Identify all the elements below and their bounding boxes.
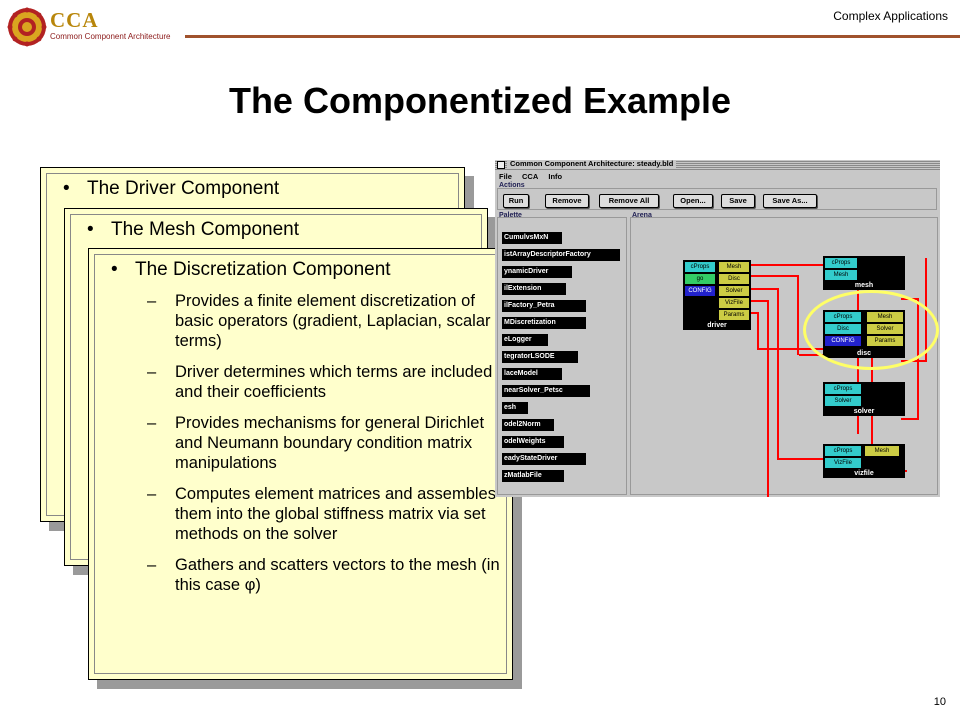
discretization-details-list: –Provides a finite element discretizatio… xyxy=(147,291,507,606)
bullet: • xyxy=(111,259,118,280)
palette-item[interactable]: istArrayDescriptorFactory xyxy=(502,249,620,261)
list-item: –Driver determines which terms are inclu… xyxy=(147,363,493,401)
connection-wire xyxy=(749,300,769,302)
close-box-icon[interactable] xyxy=(497,161,505,169)
list-item: –Gathers and scatters vectors to the mes… xyxy=(147,556,500,594)
provides-port[interactable]: VizFile xyxy=(825,458,861,468)
remove-all-button[interactable]: Remove All xyxy=(599,194,659,208)
provides-port[interactable]: cProps xyxy=(685,262,715,272)
go-port[interactable]: go xyxy=(685,274,715,284)
connection-wire xyxy=(767,300,769,497)
palette-item[interactable]: zMatlabFile xyxy=(502,470,564,482)
config-port[interactable]: CONFIG xyxy=(685,286,715,296)
connection-wire xyxy=(749,312,759,314)
provides-port[interactable]: Mesh xyxy=(825,270,857,280)
discretization-component-card: • The Discretization Component –Provides … xyxy=(88,248,513,680)
uses-port[interactable]: Solver xyxy=(719,286,749,296)
connection-wire xyxy=(799,354,827,356)
component-name: mesh xyxy=(854,282,874,289)
provides-port[interactable]: cProps xyxy=(825,446,861,456)
slide-title: The Componentized Example xyxy=(228,80,732,121)
palette-item[interactable]: eadyStateDriver xyxy=(502,453,586,465)
mesh-component[interactable]: cProps Mesh mesh xyxy=(823,256,905,290)
list-item: –Provides mechanisms for general Dirichl… xyxy=(147,414,485,472)
bullet: • xyxy=(63,178,70,199)
palette-item[interactable]: nearSolver_Petsc xyxy=(502,385,590,397)
card-heading: • The Discretization Component xyxy=(111,259,391,281)
open-button[interactable]: Open... xyxy=(673,194,713,208)
component-name: solver xyxy=(853,408,875,415)
solver-component[interactable]: cProps Solver solver xyxy=(823,382,905,416)
list-item: –Provides a finite element discretizatio… xyxy=(147,292,491,350)
palette-item[interactable]: laceModel xyxy=(502,368,562,380)
list-item: –Computes element matrices and assembles… xyxy=(147,485,496,543)
driver-component[interactable]: cProps go CONFIG Mesh Disc Solver VizFil… xyxy=(683,260,751,330)
connection-wire xyxy=(757,312,759,350)
menu-file[interactable]: File xyxy=(499,172,512,181)
menu-cca[interactable]: CCA xyxy=(522,172,539,181)
connection-wire xyxy=(777,458,827,460)
window-titlebar: Common Component Architecture: steady.bl… xyxy=(495,160,940,171)
menu-bar: File CCA Info xyxy=(499,172,570,181)
uses-port[interactable]: Mesh xyxy=(719,262,749,272)
uses-port[interactable]: VizFile xyxy=(719,298,749,308)
palette-item[interactable]: tegratorLSODE xyxy=(502,351,578,363)
actions-label: Actions xyxy=(499,182,525,189)
disc-highlight-ring xyxy=(803,290,939,370)
palette-panel: CumulvsMxN istArrayDescriptorFactory yna… xyxy=(497,217,627,495)
provides-port[interactable]: cProps xyxy=(825,258,857,268)
connection-wire xyxy=(901,418,919,420)
arena-label: Arena xyxy=(632,212,652,219)
palette-item[interactable]: odel2Norm xyxy=(502,419,554,431)
provides-port[interactable]: cProps xyxy=(825,384,861,394)
component-name: driver xyxy=(707,322,727,329)
save-as-button[interactable]: Save As... xyxy=(763,194,817,208)
palette-item[interactable]: esh xyxy=(502,402,528,414)
card-heading-text: The Discretization Component xyxy=(135,259,391,280)
connection-wire xyxy=(777,288,779,458)
provides-port[interactable]: Solver xyxy=(825,396,861,406)
uses-port[interactable]: Mesh xyxy=(865,446,899,456)
card-heading-text: The Mesh Component xyxy=(111,219,299,240)
logo-title: CCA xyxy=(50,8,99,32)
section-label: Complex Applications xyxy=(833,9,948,23)
card-heading: • The Mesh Component xyxy=(87,219,299,241)
vizfile-component[interactable]: cProps VizFile Mesh vizfile xyxy=(823,444,905,478)
palette-item[interactable]: odelWeights xyxy=(502,436,564,448)
connection-wire xyxy=(749,275,799,277)
actions-panel xyxy=(497,188,937,210)
uses-port[interactable]: Params xyxy=(719,310,749,320)
connection-wire xyxy=(749,264,859,266)
palette-item[interactable]: CumulvsMxN xyxy=(502,232,562,244)
palette-item[interactable]: ilFactory_Petra xyxy=(502,300,586,312)
component-name: vizfile xyxy=(854,470,874,477)
window-title: Common Component Architecture: steady.bl… xyxy=(507,160,677,168)
palette-label: Palette xyxy=(499,212,522,219)
palette-item[interactable]: eLogger xyxy=(502,334,548,346)
save-button[interactable]: Save xyxy=(721,194,755,208)
palette-item[interactable]: ynamicDriver xyxy=(502,266,572,278)
header-divider xyxy=(185,35,960,38)
page-number: 10 xyxy=(933,696,946,708)
palette-item[interactable]: MDiscretization xyxy=(502,317,586,329)
remove-button[interactable]: Remove xyxy=(545,194,589,208)
connection-wire xyxy=(797,275,799,355)
bullet: • xyxy=(87,219,94,240)
cca-logo-icon xyxy=(7,7,47,47)
logo-subtitle: Common Component Architecture xyxy=(50,32,171,41)
card-heading: • The Driver Component xyxy=(63,178,279,200)
connection-wire xyxy=(901,360,927,362)
connection-wire xyxy=(749,288,779,290)
connection-wire xyxy=(757,348,827,350)
card-heading-text: The Driver Component xyxy=(87,178,280,199)
palette-item[interactable]: ilExtension xyxy=(502,283,566,295)
menu-info[interactable]: Info xyxy=(548,172,563,181)
uses-port[interactable]: Disc xyxy=(719,274,749,284)
run-button[interactable]: Run xyxy=(503,194,529,208)
